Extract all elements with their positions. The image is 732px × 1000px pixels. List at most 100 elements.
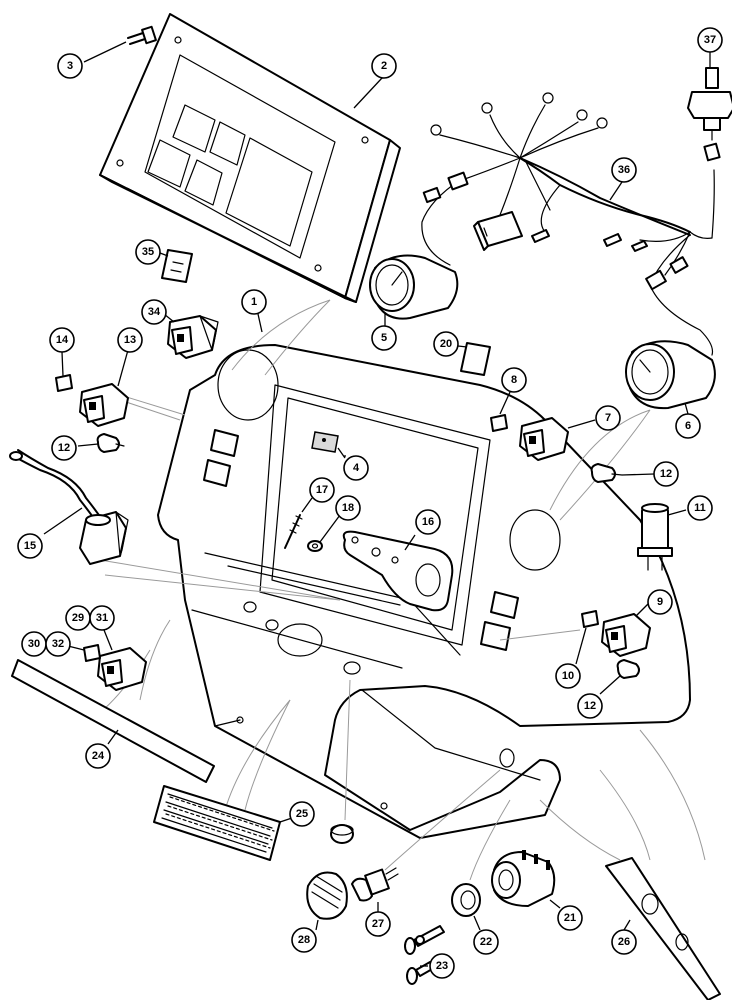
blanking-plug xyxy=(330,824,354,844)
gauge-small-left xyxy=(369,254,459,326)
callout-34: 34 xyxy=(141,299,167,325)
svg-text:16: 16 xyxy=(422,516,434,528)
callout-17: 17 xyxy=(309,477,335,503)
svg-text:8: 8 xyxy=(511,374,517,386)
push-pull-switch xyxy=(351,867,399,912)
svg-text:35: 35 xyxy=(142,246,154,258)
svg-text:28: 28 xyxy=(298,934,310,946)
rocker-switch-31 xyxy=(97,629,147,691)
screw xyxy=(83,25,157,63)
svg-text:7: 7 xyxy=(605,412,611,424)
rocker-switch-9 xyxy=(601,603,651,657)
callout-25: 25 xyxy=(289,801,315,827)
bulb-12-left xyxy=(77,433,125,453)
svg-text:2: 2 xyxy=(381,60,387,72)
svg-text:3: 3 xyxy=(67,60,73,72)
callout-5: 5 xyxy=(371,325,397,351)
instrument-cluster-panel xyxy=(99,13,401,303)
svg-text:31: 31 xyxy=(96,612,108,624)
callout-37: 37 xyxy=(697,27,723,53)
bulb-12-lower xyxy=(599,659,640,695)
callout-14: 14 xyxy=(49,327,75,353)
callout-23: 23 xyxy=(429,953,455,979)
mounting-screw xyxy=(284,497,313,549)
ignition-nut xyxy=(451,883,481,931)
svg-text:25: 25 xyxy=(296,808,308,820)
callout-1: 1 xyxy=(241,289,267,315)
svg-text:10: 10 xyxy=(562,670,574,682)
callout-22: 22 xyxy=(473,929,499,955)
svg-text:20: 20 xyxy=(440,338,452,350)
callout-28: 28 xyxy=(291,927,317,953)
gasket xyxy=(605,857,721,1000)
svg-text:36: 36 xyxy=(618,164,630,176)
svg-text:14: 14 xyxy=(56,334,69,346)
decal-strip xyxy=(11,659,215,783)
svg-text:9: 9 xyxy=(657,596,663,608)
svg-text:23: 23 xyxy=(436,960,448,972)
callout-9: 9 xyxy=(647,589,673,615)
callout-26: 26 xyxy=(611,929,637,955)
lens-10 xyxy=(575,610,599,665)
lens-14 xyxy=(55,351,73,392)
wiring-harness xyxy=(421,92,715,356)
svg-text:12: 12 xyxy=(58,442,70,454)
callout-15: 15 xyxy=(17,533,43,559)
callout-30: 30 xyxy=(21,631,47,657)
svg-text:24: 24 xyxy=(92,750,105,762)
svg-text:29: 29 xyxy=(72,612,84,624)
svg-text:27: 27 xyxy=(372,918,384,930)
rocker-switch-13 xyxy=(79,349,129,427)
warning-light-plate xyxy=(311,431,346,459)
callout-8: 8 xyxy=(501,367,527,393)
lens-8 xyxy=(490,391,511,432)
svg-text:30: 30 xyxy=(28,638,40,650)
callout-12-lower: 12 xyxy=(577,693,603,719)
symbol-decal xyxy=(159,249,193,283)
pressure-sender xyxy=(687,52,732,162)
svg-text:15: 15 xyxy=(24,540,36,552)
callout-27: 27 xyxy=(365,911,391,937)
gauge-mounting-bracket xyxy=(342,530,454,612)
washer xyxy=(307,514,341,552)
callout-11: 11 xyxy=(687,495,713,521)
rocker-switch-7 xyxy=(519,417,596,461)
svg-text:34: 34 xyxy=(148,306,161,318)
callout-31: 31 xyxy=(89,605,115,631)
svg-text:6: 6 xyxy=(685,420,691,432)
callout-29: 29 xyxy=(65,605,91,631)
callout-24: 24 xyxy=(85,743,111,769)
svg-text:5: 5 xyxy=(381,332,387,344)
callout-20: 20 xyxy=(433,331,459,357)
svg-text:37: 37 xyxy=(704,34,716,46)
svg-text:17: 17 xyxy=(316,484,328,496)
decal-label-plate xyxy=(153,785,293,861)
svg-text:12: 12 xyxy=(584,700,596,712)
svg-text:4: 4 xyxy=(353,462,360,474)
svg-text:26: 26 xyxy=(618,936,630,948)
svg-text:12: 12 xyxy=(660,468,672,480)
callout-32: 32 xyxy=(45,631,71,657)
callout-21: 21 xyxy=(557,905,583,931)
throttle-knob xyxy=(306,871,348,931)
svg-text:11: 11 xyxy=(694,502,706,514)
callout-18: 18 xyxy=(335,495,361,521)
ignition-switch xyxy=(491,850,561,909)
bulb-holder xyxy=(637,503,687,571)
callout-2: 2 xyxy=(371,53,397,79)
callout-7: 7 xyxy=(595,405,621,431)
leader-lines xyxy=(257,77,383,457)
ignition-keys xyxy=(404,925,445,985)
gauge-small-right xyxy=(625,340,716,415)
callout-3: 3 xyxy=(57,53,83,79)
svg-text:18: 18 xyxy=(342,502,354,514)
rocker-switch-34 xyxy=(163,313,219,359)
lens-32 xyxy=(67,644,101,662)
callout-35: 35 xyxy=(135,239,161,265)
callout-12-right: 12 xyxy=(653,461,679,487)
callout-6: 6 xyxy=(675,413,701,439)
callout-13: 13 xyxy=(117,327,143,353)
callout-10: 10 xyxy=(555,663,581,689)
svg-text:1: 1 xyxy=(251,296,257,308)
